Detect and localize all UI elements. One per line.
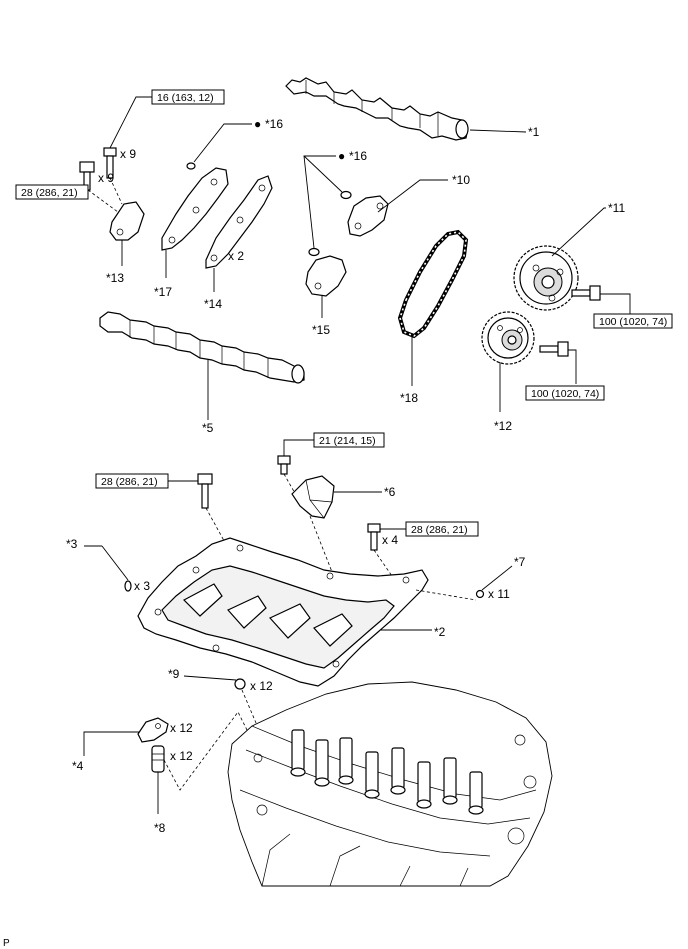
torque-box-left	[15, 184, 89, 200]
camshaft-cap-13	[109, 201, 145, 241]
washer-7	[475, 589, 485, 599]
camshaft-housing-2	[137, 537, 429, 687]
bracket-6	[291, 475, 335, 519]
qty-x4: x 4	[382, 533, 398, 547]
qty-x12-c: x 12	[170, 749, 193, 763]
vvt-bolt-upper	[571, 285, 601, 301]
corner-mark: P	[3, 938, 10, 949]
torque-bolt4: 28 (286, 21)	[411, 524, 468, 536]
qty-x9-a: x 9	[120, 147, 136, 161]
callout-6: *6	[384, 485, 396, 499]
callout-7: *7	[514, 555, 526, 569]
qty-x12-b: x 12	[170, 721, 193, 735]
torque-vvt2: 100 (1020, 74)	[531, 388, 599, 400]
torque-top: 16 (163, 12)	[157, 92, 214, 104]
lash-adjuster-8	[151, 745, 165, 773]
torque-box-vvt2	[525, 385, 605, 401]
torque-left: 28 (286, 21)	[21, 187, 78, 199]
o-ring-16c	[308, 247, 320, 257]
qty-x3: x 3	[134, 579, 150, 593]
torque-housing: 28 (286, 21)	[101, 476, 158, 488]
bolt-x4	[367, 523, 381, 551]
vvt-bolt-lower	[539, 341, 569, 357]
bullet-16a: ●	[254, 117, 261, 131]
bearing-cap-17	[161, 167, 229, 251]
callout-3: *3	[66, 537, 78, 551]
vvt-sprocket-11	[513, 245, 579, 311]
vvt-sprocket-12	[481, 311, 535, 365]
timing-chain-18	[397, 229, 469, 339]
callout-1: *1	[528, 125, 540, 139]
dowel-3	[124, 580, 132, 592]
torque-vvt1: 100 (1020, 74)	[599, 316, 667, 328]
callout-9: *9	[168, 667, 180, 681]
callout-14: *14	[204, 297, 222, 311]
callout-17: *17	[154, 285, 172, 299]
callout-5: *5	[202, 421, 214, 435]
bearing-cap-14	[205, 175, 273, 269]
qty-x2: x 2	[228, 249, 244, 263]
sensor-bolt	[277, 455, 291, 475]
callout-10: *10	[452, 173, 470, 187]
rocker-arm-4	[137, 717, 169, 743]
callout-16a: *16	[265, 117, 283, 131]
camshaft-cap-15	[305, 255, 347, 297]
o-ring-16a	[186, 162, 196, 170]
bullet-16b: ●	[338, 149, 345, 163]
qty-x11: x 11	[488, 587, 510, 601]
qty-x9-b: x 9	[98, 171, 114, 185]
callout-13: *13	[106, 271, 124, 285]
callout-11: *11	[608, 201, 625, 215]
qty-x12-a: x 12	[250, 679, 273, 693]
torque-sensor: 21 (214, 15)	[319, 435, 376, 447]
o-ring-16b	[340, 190, 352, 200]
callout-16b: *16	[349, 149, 367, 163]
shim-9	[234, 678, 246, 690]
torque-box-vvt1	[593, 313, 673, 329]
callout-8: *8	[154, 821, 166, 835]
callout-2: *2	[434, 625, 446, 639]
camshaft-upper	[285, 77, 469, 141]
camshaft-cap-10	[347, 195, 389, 237]
callout-18: *18	[400, 391, 418, 405]
callout-4: *4	[72, 759, 84, 773]
callout-12: *12	[494, 419, 512, 433]
housing-bolt	[197, 473, 213, 509]
cylinder-head	[227, 681, 553, 887]
callout-15: *15	[312, 323, 330, 337]
camshaft-lower	[99, 311, 305, 384]
